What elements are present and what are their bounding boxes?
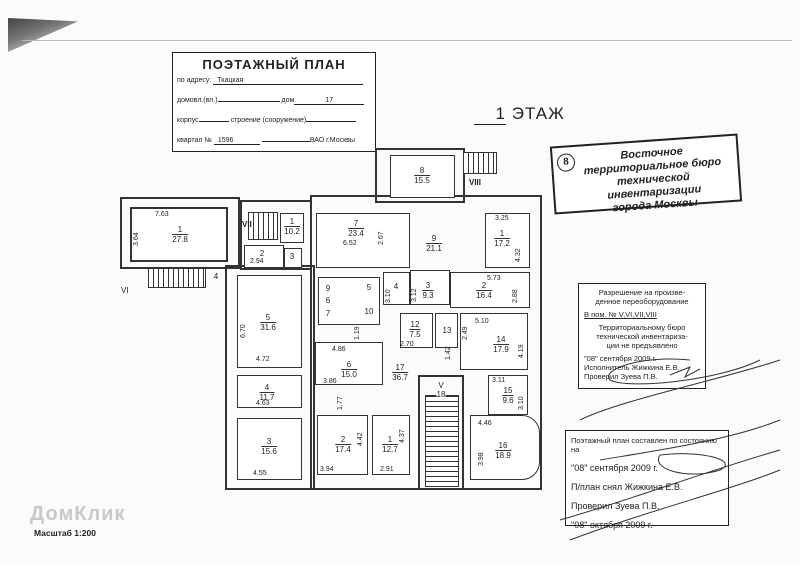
dimension: 2.88 — [512, 289, 519, 303]
dimension: 5.10 — [475, 318, 489, 325]
dimension: 3.64 — [133, 232, 140, 246]
perm-line: Территориальному бюро — [598, 323, 686, 332]
district: ВАО г.Москвы — [309, 137, 355, 144]
survey-surveyor: П/план снял Жижкина Е.В. — [571, 482, 683, 492]
room-label: 7 — [325, 309, 331, 318]
dimension: 4.55 — [253, 470, 267, 477]
perm-line: ции не предъявлено — [606, 341, 678, 350]
survey-date: "08" сентября 2009 г. — [571, 463, 659, 473]
dimension: 6.70 — [240, 324, 247, 338]
dimension: 4.46 — [478, 420, 492, 427]
plan-title: ПОЭТАЖНЫЙ ПЛАН — [202, 57, 346, 72]
perm-premises: В пом. № V,VI,VII,VIII — [584, 310, 657, 319]
perm-date: "08" сентября 2009 г. — [584, 354, 657, 363]
dimension: 3.11 — [492, 377, 506, 384]
perm-checker: Проверил Зуева П.В. — [584, 372, 658, 381]
signature-scribbles — [559, 358, 781, 541]
dimension: 4.37 — [399, 429, 406, 443]
dimension: 7.63 — [155, 211, 169, 218]
dimension: 4.19 — [518, 344, 525, 358]
dimension: 5.73 — [487, 275, 501, 282]
perm-line: денное переоборудование — [595, 297, 689, 306]
dimension: 2.49 — [462, 326, 469, 340]
scale-label: Масштаб 1:200 — [34, 528, 96, 538]
floor-label: ЭТАЖ — [511, 104, 565, 123]
dimension: 4.42 — [357, 432, 364, 446]
kvartal-value: 1596 — [213, 137, 260, 145]
dimension: 3.10 — [518, 396, 525, 410]
dimension: 3.94 — [320, 466, 334, 473]
dimension: 1.19 — [354, 326, 361, 340]
stroenie-label: строение (сооружение) — [230, 117, 307, 124]
room-label: 13 — [442, 326, 452, 335]
permission-stamp: Разрешение на произве- денное переоборуд… — [578, 283, 706, 389]
survey-heading: Поэтажный план составлен по состоянию на — [571, 436, 717, 454]
survey-stamp: Поэтажный план составлен по состоянию на… — [565, 430, 729, 530]
title-block: ПОЭТАЖНЫЙ ПЛАН по адресу: Ткацкая домовл… — [172, 52, 376, 152]
room-label: 2 — [259, 249, 265, 258]
dimension: 3.86 — [323, 378, 337, 385]
room-label: 4 — [213, 272, 219, 281]
room-label: 5 — [366, 283, 372, 292]
dimension: 2.91 — [380, 466, 394, 473]
dimension: 3.10 — [385, 289, 392, 303]
room-label: 4 — [393, 282, 399, 291]
dimension: 2.94 — [250, 258, 264, 265]
dimension: 3.12 — [411, 288, 418, 302]
floor-heading: 1 ЭТАЖ — [474, 104, 565, 125]
dimension: 4.72 — [256, 356, 270, 363]
perm-line: Разрешение на произве- — [598, 288, 686, 297]
korpus-label: корпус — [177, 117, 199, 124]
survey-checker: Проверил Зуева П.В. — [571, 501, 660, 511]
sheet-border — [22, 40, 792, 41]
room-label: 3 — [289, 252, 295, 261]
dimension: 1.77 — [337, 396, 344, 410]
room-label: 9 — [325, 284, 331, 293]
dimension: 6.52 — [343, 240, 357, 247]
perm-line: технической инвентариза- — [596, 332, 688, 341]
premises-label: VI — [121, 286, 129, 295]
dom-label: дом — [281, 97, 295, 104]
kvartal-label: квартал № — [177, 137, 212, 144]
perm-executor: Исполнитель Жижкина Е.В. — [584, 363, 680, 372]
premises-label: VII — [242, 220, 252, 229]
premises-label: VIII — [469, 178, 482, 187]
address-label: по адресу: — [177, 77, 212, 84]
room-label: 6 — [325, 296, 331, 305]
dimension: 1.42 — [445, 346, 452, 360]
dimension: 4.63 — [256, 400, 270, 407]
dimension: 2.70 — [400, 341, 414, 348]
floor-number: 1 — [474, 104, 506, 125]
dimension: 3.25 — [495, 215, 509, 222]
dimension: 3.98 — [478, 452, 485, 466]
domovl-label: домовл.(вл.) — [177, 97, 218, 104]
dom-value: 17 — [294, 97, 365, 105]
address-value: Ткацкая — [213, 77, 364, 85]
room-label: 10 — [364, 307, 374, 316]
dimension: 2.67 — [378, 231, 385, 245]
domclick-watermark: ДомКлик — [30, 503, 126, 525]
dimension: 4.86 — [332, 346, 346, 353]
dimension: 4.32 — [515, 248, 522, 262]
